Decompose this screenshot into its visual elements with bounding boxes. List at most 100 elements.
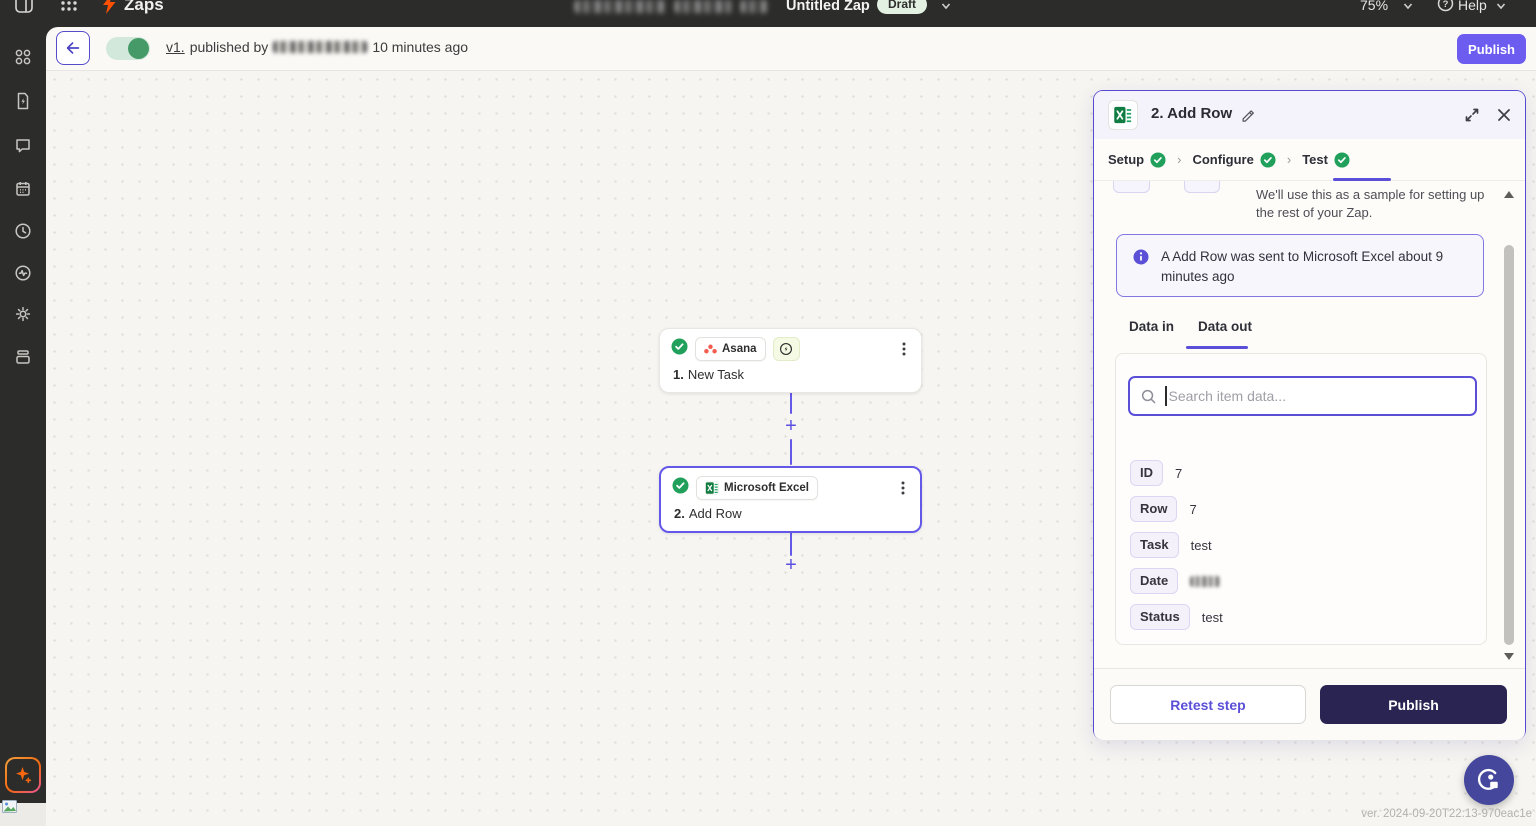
zoom-chevron-icon[interactable] (1402, 0, 1414, 17)
panel-publish-button[interactable]: Publish (1320, 685, 1507, 724)
field-key-chip: ID (1130, 460, 1163, 486)
panel-footer: Retest step Publish (1094, 668, 1525, 740)
sidebar-item-tables[interactable] (13, 347, 33, 367)
tab-test[interactable]: Test (1302, 151, 1350, 168)
copilot-button[interactable] (5, 757, 41, 793)
build-version-text: ver. 2024-09-20T22:13-970eac1e (1361, 808, 1532, 820)
search-input[interactable] (1168, 388, 1465, 404)
gear-icon (15, 306, 31, 322)
close-panel-icon[interactable] (1495, 106, 1513, 129)
sidebar-item-activity[interactable] (13, 263, 33, 283)
excel-logo-icon (705, 481, 719, 495)
editor-toolbar: v1. published by 10 minutes ago Publish (46, 27, 1536, 71)
window-toggle-icon[interactable] (12, 0, 36, 21)
sidebar-item-settings[interactable] (13, 304, 33, 324)
published-by-text: published by (189, 39, 269, 55)
field-row-row: Row 7 (1130, 496, 1197, 522)
field-row-id: ID 7 (1130, 460, 1182, 486)
search-icon (1141, 389, 1156, 403)
sidebar-item-messages[interactable] (13, 135, 33, 155)
field-key-chip: Row (1130, 496, 1178, 522)
step-node-1[interactable]: Asana 1.New Task (659, 328, 922, 393)
activity-pulse-icon (15, 265, 31, 281)
redacted-breadcrumb (741, 0, 767, 13)
field-row-date: Date (1130, 568, 1221, 594)
back-button[interactable] (56, 31, 90, 65)
zapier-logo-icon[interactable] (99, 0, 119, 20)
test-result-alert: A Add Row was sent to Microsoft Excel ab… (1116, 234, 1484, 297)
node-title: 1.New Task (673, 367, 744, 382)
instant-trigger-badge[interactable] (772, 337, 800, 361)
sidebar-item-schedule[interactable] (13, 179, 33, 199)
field-value: 7 (1175, 465, 1183, 481)
publish-button[interactable]: Publish (1457, 34, 1526, 64)
help-icon[interactable]: ? (1437, 0, 1454, 17)
zap-name[interactable]: Untitled Zap (786, 0, 870, 14)
redacted-breadcrumb (675, 0, 733, 13)
support-agent-icon (1477, 768, 1499, 790)
connector-line (790, 386, 792, 414)
asana-logo-icon (704, 344, 717, 354)
data-out-card: ID 7 Row 7 Task test Date Status test (1115, 353, 1487, 645)
toggle-knob (128, 38, 149, 59)
data-tabs: Data in Data out (1129, 319, 1252, 334)
redacted-breadcrumb (575, 0, 667, 13)
app-title: Zaps (124, 0, 164, 14)
tab-setup[interactable]: Setup (1108, 151, 1166, 168)
panel-content: We'll use this as a sample for setting u… (1094, 181, 1525, 668)
zap-on-toggle[interactable] (106, 37, 150, 60)
tab-configure[interactable]: Configure (1192, 151, 1276, 168)
tab-data-out[interactable]: Data out (1198, 319, 1253, 334)
add-step-button[interactable]: + (785, 554, 797, 576)
drawer-stack-icon (16, 350, 30, 364)
svg-text:?: ? (1443, 0, 1449, 10)
node-menu-kebab-icon[interactable] (896, 480, 910, 496)
app-grid-icon[interactable] (60, 0, 78, 17)
sidebar-item-zaps[interactable] (13, 47, 33, 67)
field-key-chip: Status (1130, 604, 1190, 630)
info-icon (1133, 249, 1149, 284)
scroll-down-arrow[interactable] (1504, 653, 1514, 660)
step-node-2[interactable]: Microsoft Excel 2.Add Row (659, 466, 922, 533)
field-row-status: Status test (1130, 604, 1223, 630)
help-label[interactable]: Help (1458, 0, 1487, 13)
sparkle-icon (16, 767, 32, 784)
node-title: 2.Add Row (674, 506, 742, 521)
version-link[interactable]: v1. (166, 39, 185, 55)
dots-grid-icon (15, 49, 31, 65)
edit-title-pencil-icon[interactable] (1240, 106, 1256, 127)
chat-bubble-icon (16, 139, 30, 153)
app-chip-asana[interactable]: Asana (695, 337, 766, 361)
panel-header: 2. Add Row (1094, 91, 1525, 139)
clipped-chip (1184, 181, 1220, 193)
field-key-chip: Date (1130, 568, 1179, 594)
add-step-button[interactable]: + (785, 415, 797, 437)
clipped-chip (1113, 181, 1150, 193)
zoom-level[interactable]: 75% (1360, 0, 1389, 13)
version-info: v1. published by 10 minutes ago (166, 39, 468, 55)
text-caret (1165, 386, 1167, 406)
help-chevron-icon[interactable] (1495, 0, 1507, 17)
check-circle-icon (1334, 151, 1350, 168)
field-row-task: Task test (1130, 532, 1212, 558)
active-tab-underline (1333, 178, 1391, 181)
arrow-left-icon (66, 42, 80, 54)
clock-icon (15, 223, 31, 239)
scroll-up-arrow[interactable] (1504, 191, 1514, 198)
tab-data-in[interactable]: Data in (1129, 319, 1175, 334)
zap-menu-chevron-icon[interactable] (940, 0, 952, 17)
scrollbar-thumb[interactable] (1504, 245, 1514, 645)
app-chip-excel[interactable]: Microsoft Excel (696, 476, 818, 500)
connector-line (790, 527, 792, 556)
retest-step-button[interactable]: Retest step (1110, 685, 1306, 724)
support-chat-button[interactable] (1464, 755, 1514, 805)
sidebar-item-history[interactable] (13, 221, 33, 241)
step-detail-panel: 2. Add Row Setup › Configure › (1093, 90, 1526, 740)
node-menu-kebab-icon[interactable] (897, 341, 911, 357)
sidebar-item-templates[interactable] (13, 91, 33, 111)
field-value: test (1190, 537, 1212, 553)
connector-line (790, 439, 792, 465)
instant-bolt-icon (780, 343, 793, 355)
expand-panel-icon[interactable] (1463, 106, 1481, 129)
